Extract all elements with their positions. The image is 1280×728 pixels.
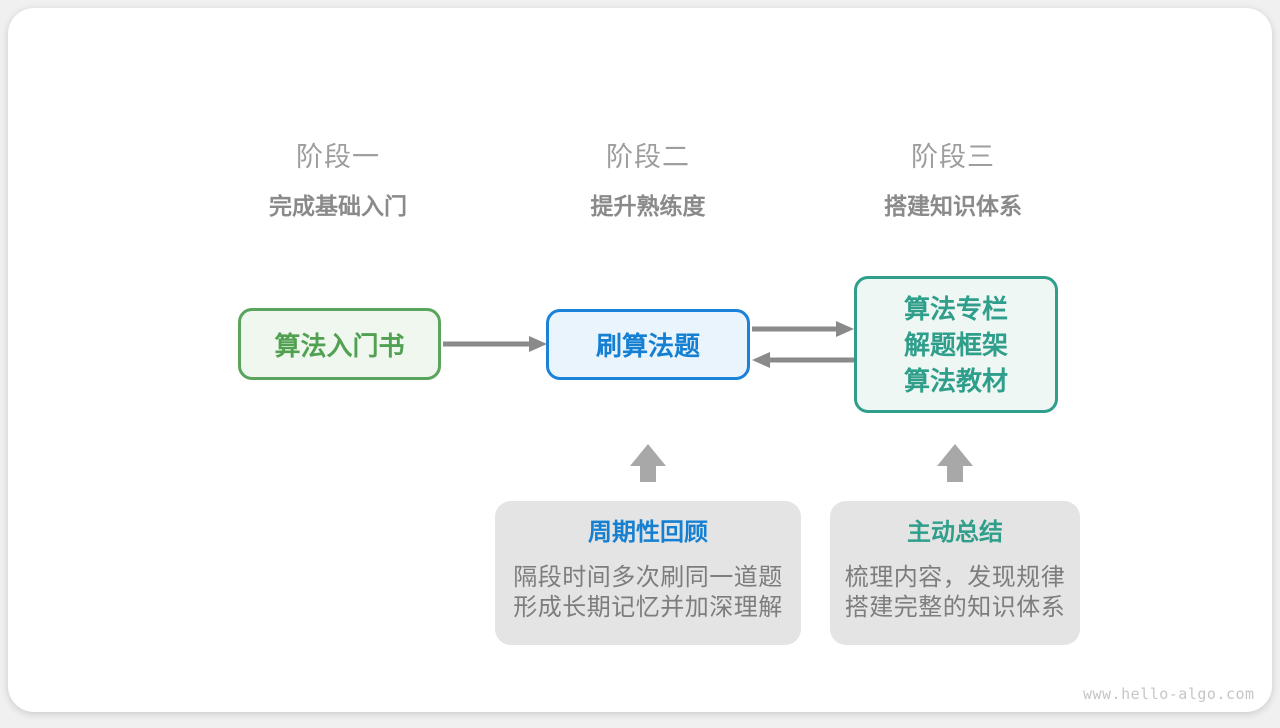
callout-body-line: 搭建完整的知识体系 — [844, 594, 1066, 621]
arrow-right-icon — [443, 336, 547, 352]
stage-1-subtitle: 完成基础入门 — [269, 193, 407, 219]
node-practice: 刷算法题 — [546, 309, 750, 380]
callout-active-summary-body: 梳理内容，发现规律 搭建完整的知识体系 — [845, 563, 1066, 623]
node-resources-line: 算法教材 — [903, 365, 1008, 396]
node-intro-book: 算法入门书 — [238, 308, 441, 380]
stage-3-title: 阶段三 — [911, 142, 995, 172]
callout-periodic-review-body: 隔段时间多次刷同一道题 形成长期记忆并加深理解 — [513, 563, 783, 623]
callout-body-line: 形成长期记忆并加深理解 — [513, 594, 783, 621]
node-intro-book-label: 算法入门书 — [274, 330, 405, 361]
callout-body-line: 隔段时间多次刷同一道题 — [513, 564, 783, 591]
node-resources: 算法专栏 解题框架 算法教材 — [854, 276, 1058, 413]
callout-active-summary: 主动总结 梳理内容，发现规律 搭建完整的知识体系 — [830, 501, 1080, 645]
arrow-up-icon — [937, 444, 973, 482]
watermark-url: www.hello-algo.com — [1083, 685, 1255, 703]
callout-periodic-review: 周期性回顾 隔段时间多次刷同一道题 形成长期记忆并加深理解 — [495, 501, 801, 645]
callout-active-summary-title: 主动总结 — [907, 519, 1003, 546]
diagram-card: 阶段一 完成基础入门 阶段二 提升熟练度 阶段三 搭建知识体系 算法入门书 刷算… — [8, 8, 1272, 712]
arrow-up-icon — [630, 444, 666, 482]
stage-3-subtitle: 搭建知识体系 — [884, 193, 1022, 219]
callout-periodic-review-title: 周期性回顾 — [588, 519, 708, 546]
node-practice-label: 刷算法题 — [595, 331, 700, 361]
callout-body-line: 梳理内容，发现规律 — [844, 564, 1066, 591]
node-resources-line: 算法专栏 — [903, 293, 1008, 324]
arrow-left-icon — [752, 352, 854, 368]
stage-2-subtitle: 提升熟练度 — [590, 193, 706, 219]
stage-2-title: 阶段二 — [606, 142, 690, 172]
stage-1-title: 阶段一 — [296, 142, 380, 172]
arrow-right-icon — [752, 321, 854, 337]
node-resources-line: 解题框架 — [903, 329, 1008, 360]
